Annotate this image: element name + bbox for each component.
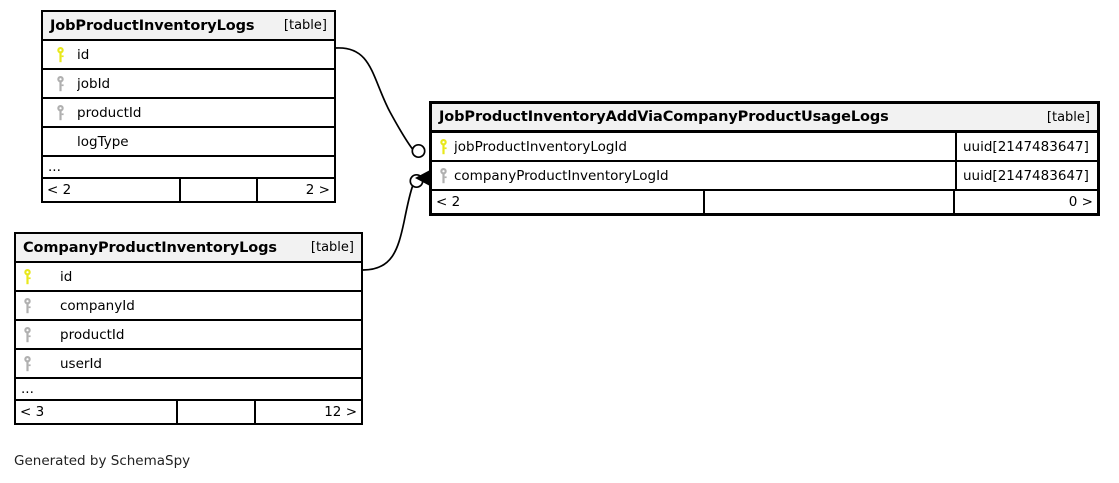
generated-by-label: Generated by SchemaSpy [14,453,191,469]
key-icon-foreign [16,297,38,314]
table-footer: < 2 0 > [432,191,1097,213]
column-name: jobId [77,75,111,92]
key-icon-foreign [16,326,38,343]
table-type-tag: [table] [310,240,354,255]
table-row-column[interactable]: companyProductInventoryLogId uuid[214748… [432,162,1097,191]
footer-incoming-relations-count[interactable]: < 3 [20,404,45,420]
column-name: productId [60,326,125,343]
key-icon-primary [16,268,38,285]
table-row-column[interactable]: jobProductInventoryLogId uuid[2147483647… [432,133,1097,162]
column-name: companyId [60,297,135,314]
column-datatype: uuid[2147483647] [955,133,1097,160]
column-name: companyProductInventoryLogId [454,167,669,184]
footer-middle-cell [179,179,258,201]
footer-middle-cell [703,191,955,213]
table-row-column[interactable]: productId [43,99,334,128]
table-job-product-inventory-logs[interactable]: JobProductInventoryLogs [table] id [41,10,336,203]
relationship-line-company-to-join [362,184,414,271]
table-row-column[interactable]: id [16,263,361,292]
table-row-column[interactable]: logType [43,128,334,157]
key-icon-foreign [43,104,77,121]
footer-incoming-relations-count[interactable]: < 2 [436,194,461,210]
table-header: JobProductInventoryLogs [table] [43,12,334,41]
table-row-column[interactable]: productId [16,321,361,350]
table-footer: < 3 12 > [16,401,361,423]
table-header: CompanyProductInventoryLogs [table] [16,234,361,263]
column-name: id [60,268,73,285]
relationship-endpoint-zero-circle-top [411,143,426,159]
table-more-columns-indicator: ... [16,379,361,401]
table-footer: < 2 2 > [43,179,334,201]
table-more-columns-indicator: ... [43,157,334,179]
table-company-product-inventory-logs[interactable]: CompanyProductInventoryLogs [table] id [14,232,363,425]
key-icon-foreign [16,355,38,372]
key-icon-primary [43,46,77,63]
table-row-column[interactable]: userId [16,350,361,379]
column-name: jobProductInventoryLogId [454,138,627,155]
column-name: id [77,46,90,63]
relationship-line-job-to-join [335,47,415,152]
relationship-endpoint-zero-circle-bottom [409,173,424,189]
footer-outgoing-relations-count[interactable]: 12 > [324,404,357,420]
table-row-column[interactable]: companyId [16,292,361,321]
table-job-product-inventory-add-via-company-product-usage-logs[interactable]: JobProductInventoryAddViaCompanyProductU… [429,101,1100,216]
table-row-column[interactable]: jobId [43,70,334,99]
footer-outgoing-relations-count[interactable]: 2 > [305,182,330,198]
table-row-column[interactable]: id [43,41,334,70]
column-name: userId [60,355,102,372]
key-icon-primary [432,138,454,155]
key-icon-foreign [43,75,77,92]
key-icon-foreign [432,167,454,184]
table-title: JobProductInventoryAddViaCompanyProductU… [439,109,889,125]
column-name: productId [77,104,142,121]
relationship-arrow-marker [415,170,430,186]
footer-outgoing-relations-count[interactable]: 0 > [1068,194,1093,210]
footer-middle-cell [176,401,256,423]
table-type-tag: [table] [1046,109,1090,125]
column-name: logType [77,133,129,150]
footer-incoming-relations-count[interactable]: < 2 [47,182,72,198]
table-title: JobProductInventoryLogs [50,17,255,34]
table-type-tag: [table] [283,18,327,33]
table-title: CompanyProductInventoryLogs [23,239,277,256]
table-header: JobProductInventoryAddViaCompanyProductU… [432,104,1097,133]
column-datatype: uuid[2147483647] [955,162,1097,189]
